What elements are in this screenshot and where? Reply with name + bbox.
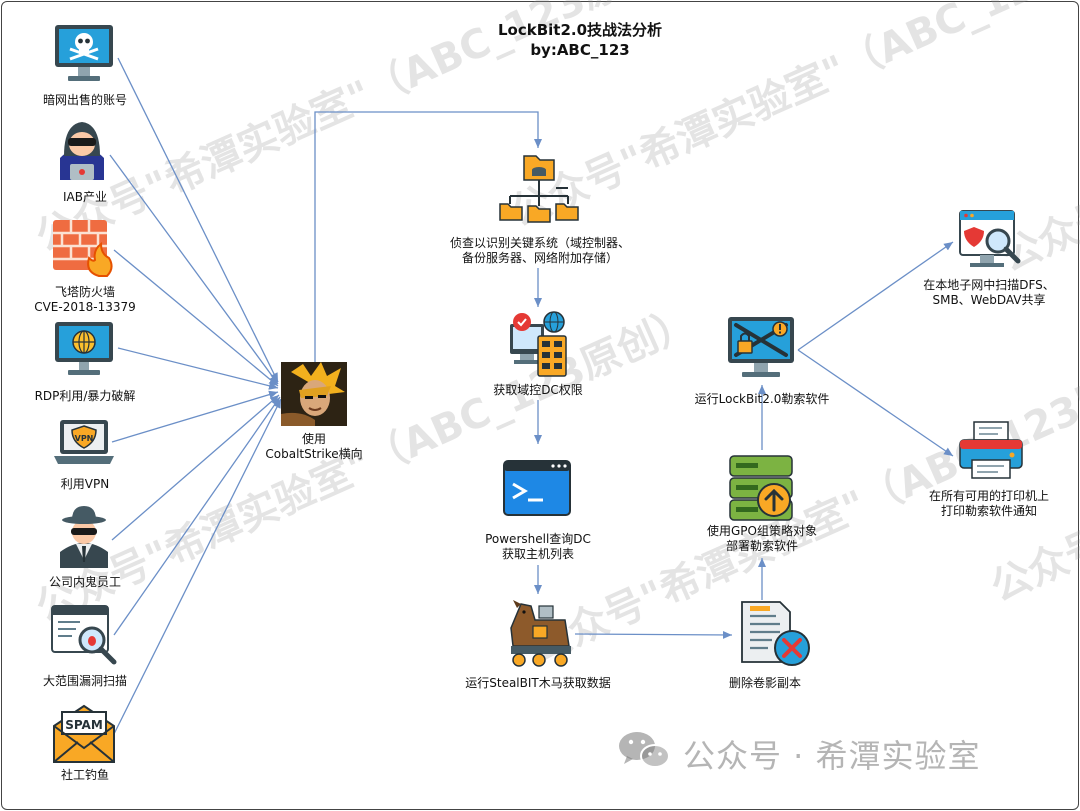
node-iab: [50, 118, 114, 188]
label-gpo-deploy: 使用GPO组策略对象部署勒索软件: [707, 524, 817, 553]
node-dc-access: [508, 310, 570, 382]
folder-tree-icon: [499, 155, 579, 223]
powershell-icon: [503, 460, 571, 516]
label-phishing: 社工钓鱼: [60, 768, 109, 782]
label-rdp: RDP利用/暴力破解: [34, 389, 136, 403]
label-recon: 侦查以识别关键系统（域控制器、备份服务器、网络附加存储）: [449, 236, 630, 265]
firewall-icon: [53, 220, 113, 277]
label-lockbit-run: 运行LockBit2.0勒索软件: [694, 392, 830, 406]
label-share-scan: 在本地子网中扫描DFS、SMB、WebDAV共享: [923, 278, 1055, 307]
node-rdp: [52, 320, 116, 384]
node-stealbit: [503, 598, 575, 672]
label-print-notice: 在所有可用的打印机上打印勒索软件通知: [928, 489, 1049, 518]
trojan-horse-icon: [510, 600, 571, 667]
label-dc-access: 获取域控DC权限: [493, 383, 583, 397]
spy-icon: [60, 506, 108, 568]
arrow-entry-8: [113, 398, 282, 735]
label-vuln-scan: 大范围漏洞扫描: [42, 674, 127, 688]
arrow-lockbit-to-scan: [797, 241, 954, 351]
arrow-entry-1: [117, 57, 279, 383]
vpn-laptop-icon: VPN: [54, 420, 114, 464]
skull-monitor-icon: [55, 25, 113, 81]
svg-text:SPAM: SPAM: [65, 718, 103, 732]
node-powershell: [503, 460, 571, 520]
arrow-entry-2: [109, 154, 279, 385]
diagram-title: LockBit2.0技战法分析: [497, 21, 663, 39]
node-insider: [52, 504, 116, 574]
label-stealbit: 运行StealBIT木马获取数据: [465, 676, 611, 690]
arrow-entry-3: [113, 249, 279, 387]
delete-document-icon: [741, 601, 810, 666]
web-scan-icon: [959, 210, 1021, 267]
node-gpo-deploy: [728, 454, 796, 530]
node-delete-shadow: [740, 600, 812, 672]
node-lockbit-run: [724, 315, 798, 389]
node-phishing: SPAM: [52, 702, 116, 768]
node-recon: [498, 152, 580, 228]
printer-icon: [959, 421, 1023, 479]
node-cobaltstrike: [281, 362, 347, 430]
bug-scan-icon: [51, 605, 117, 665]
arrow-lockbit-to-print: [797, 349, 954, 457]
label-insider: 公司内鬼员工: [48, 575, 121, 589]
diagram-author: by:ABC_123: [530, 41, 630, 59]
node-print-notice: [958, 420, 1024, 484]
arrow-entry-6: [111, 394, 280, 541]
spam-mail-icon: SPAM: [53, 704, 115, 763]
arrow-lateral-to-recon: [314, 111, 542, 380]
server-upload-icon: [729, 455, 793, 521]
cobaltstrike-avatar-icon: [281, 362, 347, 426]
arrow-entry-5: [111, 390, 279, 443]
arrow-entry-4: [117, 347, 279, 390]
wechat-icon: [615, 728, 675, 772]
label-iab: IAB产业: [63, 190, 107, 204]
label-darkweb-accounts: 暗网出售的账号: [42, 93, 127, 107]
label-vpn: 利用VPN: [60, 477, 110, 491]
node-vuln-scan: [50, 604, 120, 672]
node-vpn: VPN: [52, 418, 116, 472]
locked-monitor-icon: [728, 317, 794, 377]
node-share-scan: [958, 207, 1024, 277]
hacker-icon: [60, 122, 104, 180]
label-delete-shadow: 删除卷影副本: [728, 676, 801, 690]
node-fortinet-firewall: [51, 216, 117, 282]
globe-monitor-icon: [55, 322, 113, 375]
arrow-entry-7: [113, 396, 281, 636]
svg-text:VPN: VPN: [75, 434, 94, 443]
arrow-trojan-to-delete: [574, 630, 733, 639]
server-access-icon: [510, 311, 567, 377]
brand-text: 公众号 · 希潭实验室: [683, 737, 981, 775]
node-darkweb-accounts: [52, 22, 116, 90]
